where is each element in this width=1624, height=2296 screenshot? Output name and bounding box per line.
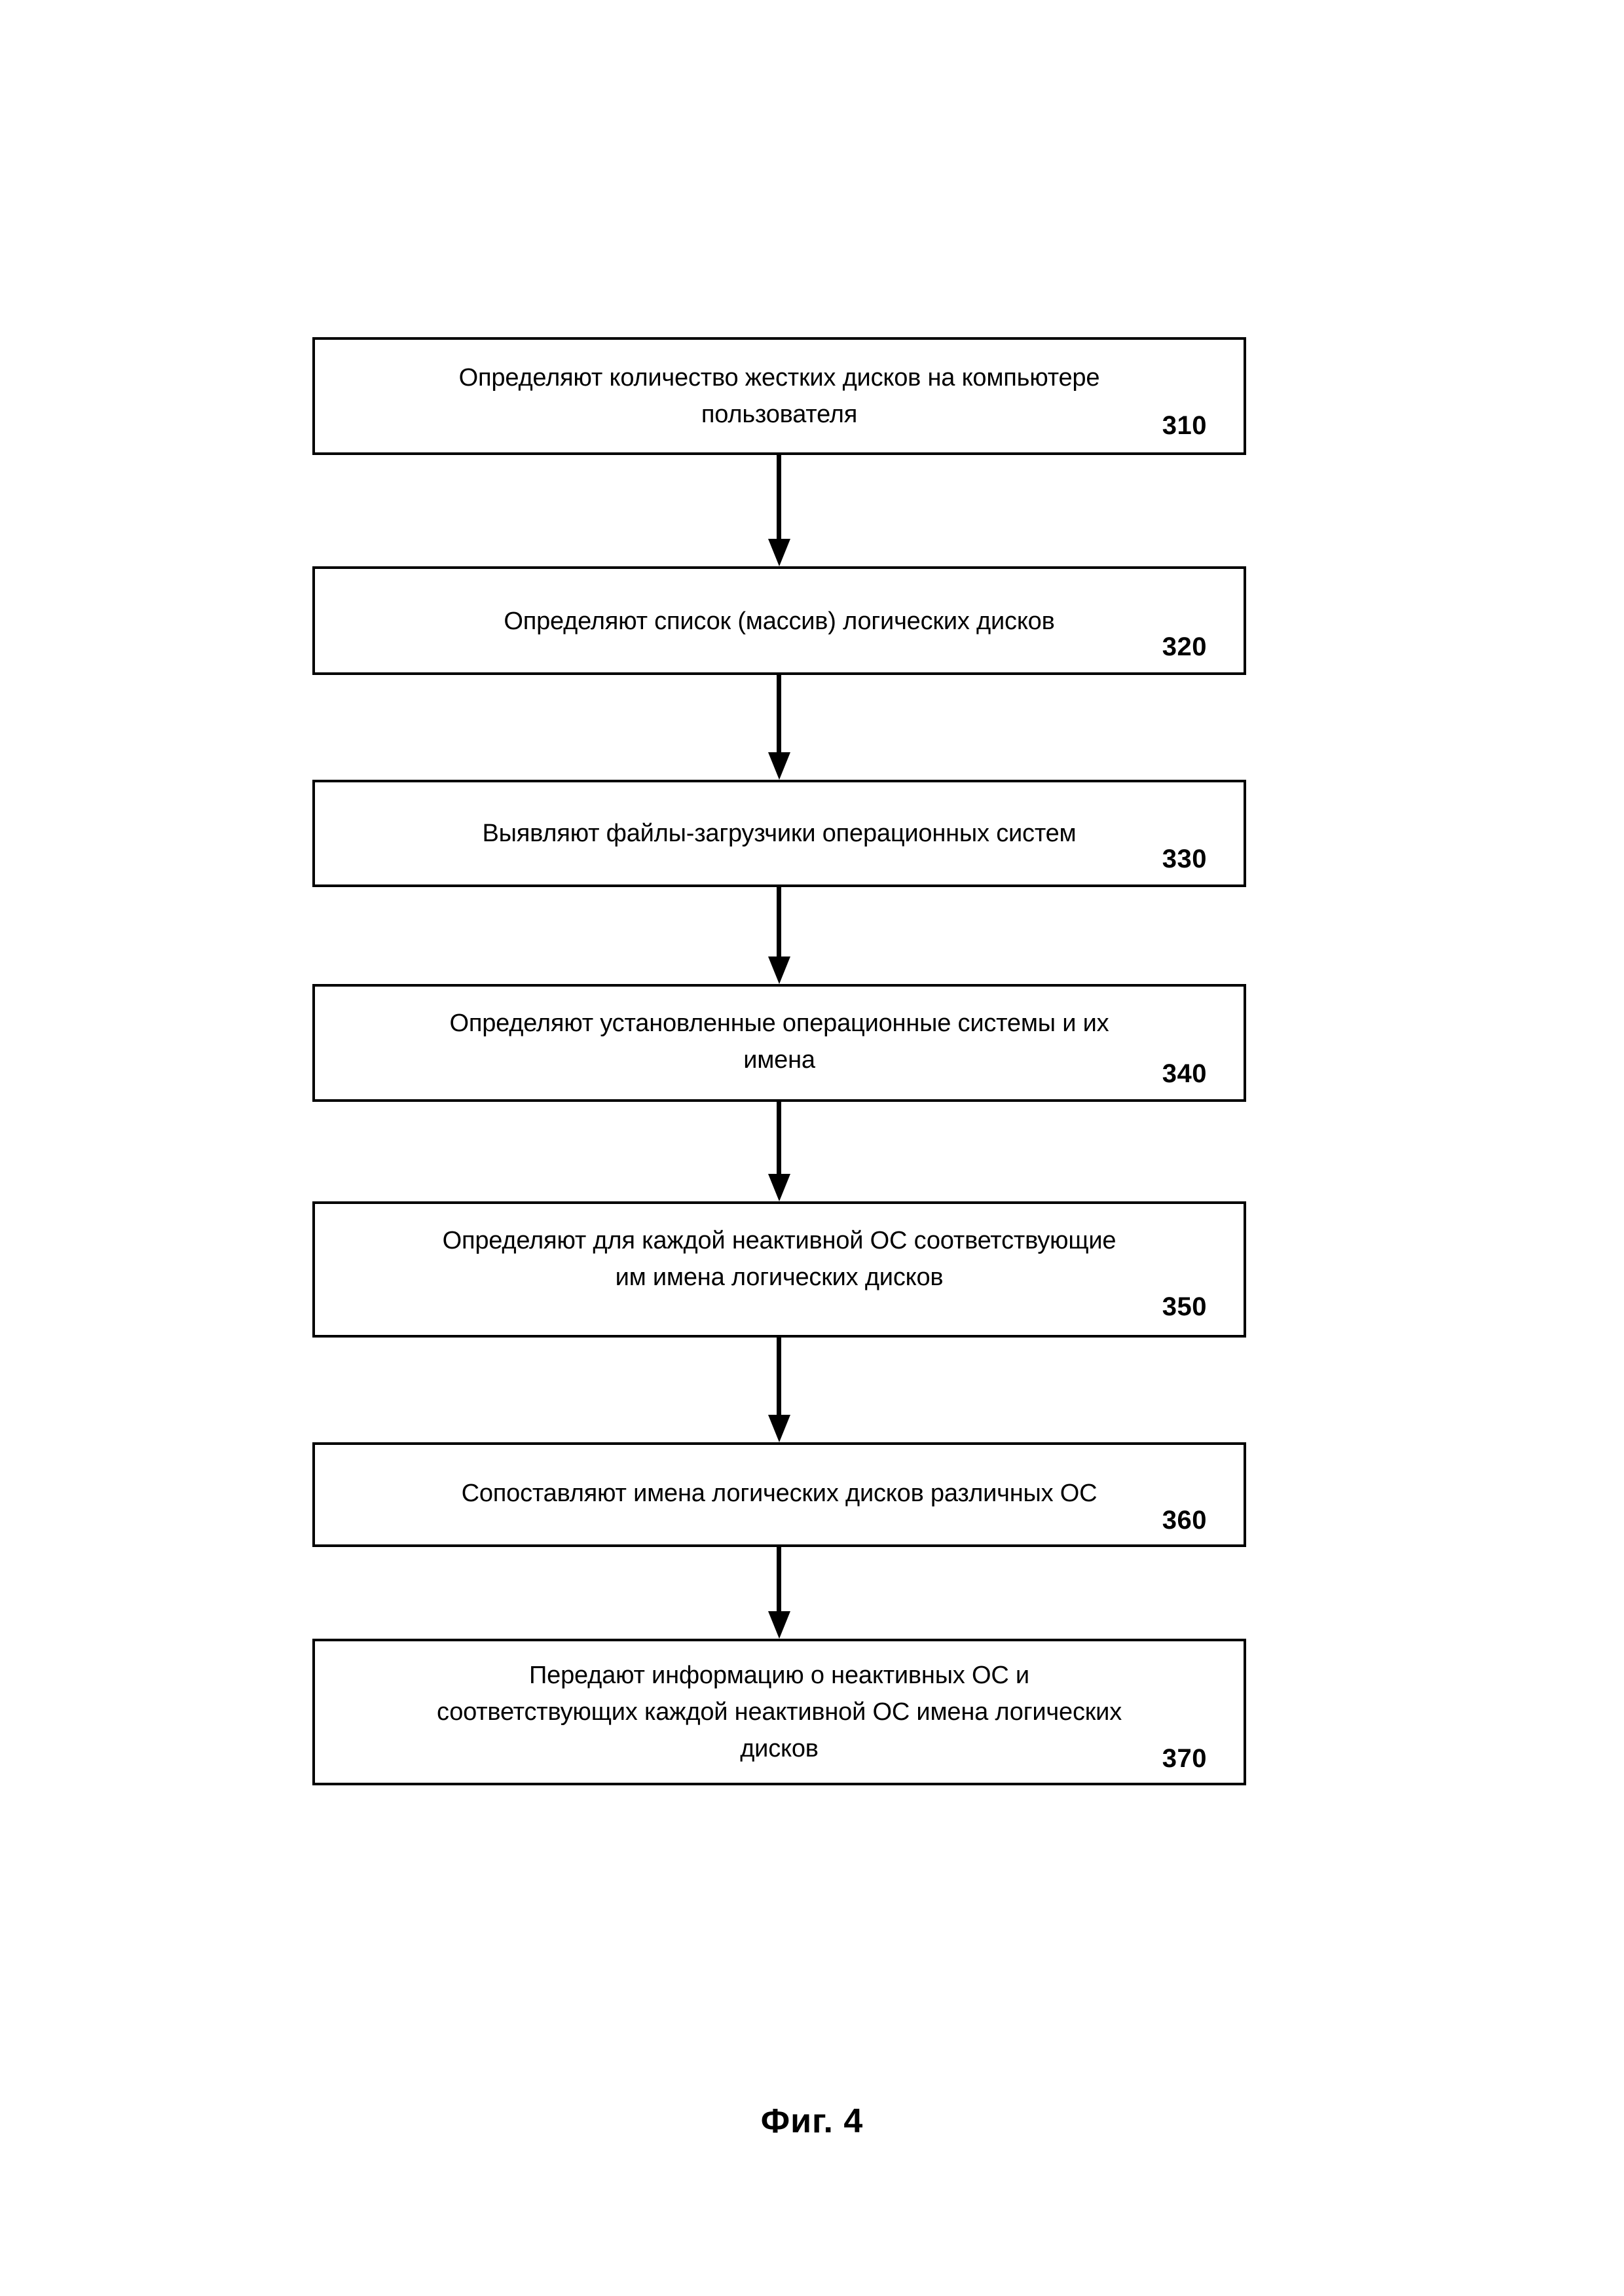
connector-310-to-320: [312, 455, 1246, 566]
arrow-down-icon: [768, 957, 790, 984]
step-330-reference-number: 330: [1162, 845, 1207, 873]
arrow-shaft: [777, 1102, 781, 1176]
arrow-down-icon: [768, 1415, 790, 1442]
arrow-shaft: [777, 1547, 781, 1614]
arrow-shaft: [777, 887, 781, 959]
step-350-text: Определяют для каждой неактивной ОС соот…: [442, 1227, 1116, 1292]
step-370-text: Передают информацию о неактивных ОС и со…: [436, 1662, 1122, 1763]
step-320-text: Определяют список (массив) логических ди…: [504, 608, 1055, 635]
flowchart-step-360: Сопоставляют имена логических дисков раз…: [312, 1442, 1246, 1547]
step-340-text: Определяют установленные операционные си…: [449, 1010, 1109, 1074]
step-340-reference-number: 340: [1162, 1059, 1207, 1088]
arrow-down-icon: [768, 752, 790, 780]
arrow-shaft: [777, 1338, 781, 1417]
arrow-shaft: [777, 455, 781, 541]
step-310-reference-number: 310: [1162, 411, 1207, 440]
connector-340-to-350: [312, 1102, 1246, 1201]
step-310-text: Определяют количество жестких дисков на …: [458, 364, 1100, 429]
step-320-reference-number: 320: [1162, 632, 1207, 661]
flowchart-step-330: Выявляют файлы-загрузчики операционных с…: [312, 780, 1246, 887]
figure-caption: Фиг. 4: [760, 2102, 864, 2140]
arrow-shaft: [777, 675, 781, 755]
step-360-text: Сопоставляют имена логических дисков раз…: [461, 1480, 1098, 1507]
step-370-reference-number: 370: [1162, 1744, 1207, 1773]
connector-320-to-330: [312, 675, 1246, 780]
connector-350-to-360: [312, 1338, 1246, 1442]
step-360-reference-number: 360: [1162, 1506, 1207, 1535]
arrow-down-icon: [768, 1611, 790, 1639]
connector-330-to-340: [312, 887, 1246, 984]
flowchart-step-310: Определяют количество жестких дисков на …: [312, 337, 1246, 455]
connector-360-to-370: [312, 1547, 1246, 1639]
flowchart-step-350: Определяют для каждой неактивной ОС соот…: [312, 1201, 1246, 1338]
flowchart-step-340: Определяют установленные операционные си…: [312, 984, 1246, 1102]
flowchart-step-320: Определяют список (массив) логических ди…: [312, 566, 1246, 675]
step-350-reference-number: 350: [1162, 1292, 1207, 1321]
arrow-down-icon: [768, 539, 790, 566]
flowchart: Определяют количество жестких дисков на …: [312, 337, 1246, 1785]
flowchart-step-370: Передают информацию о неактивных ОС и со…: [312, 1639, 1246, 1785]
step-330-text: Выявляют файлы-загрузчики операционных с…: [482, 820, 1077, 847]
arrow-down-icon: [768, 1174, 790, 1201]
